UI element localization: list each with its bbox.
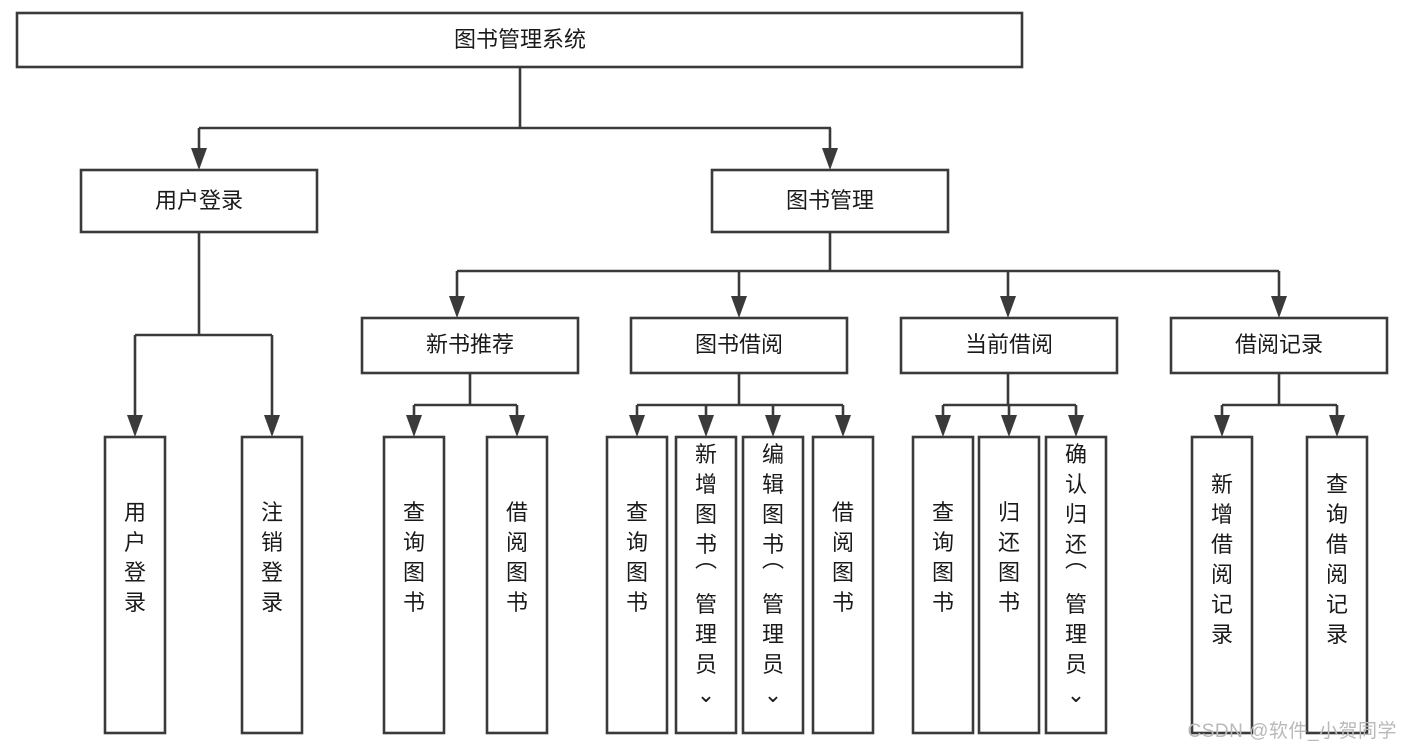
node-leaf-add-book-box[interactable] [674,435,738,735]
node-leaf-add-book[interactable]: 新增图书⌒管理员⌄ [674,435,738,735]
arrow-head-query-book-3 [935,415,951,437]
node-leaf-query-book-3-box[interactable] [911,435,975,735]
node-book-borrow[interactable]: 图书借阅 [629,316,849,375]
node-leaf-borrow-book-1-box[interactable] [485,435,549,735]
arrow-head-query-book-2 [629,415,645,437]
node-borrow-record[interactable]: 借阅记录 [1169,316,1389,375]
node-leaf-return-book[interactable]: 归还图书 [977,435,1041,735]
node-leaf-query-record-label: 查询借阅记录 [1326,472,1348,647]
node-leaf-logout[interactable]: 注销登录 [240,435,304,735]
node-root-box[interactable] [15,11,1024,69]
node-leaf-query-book-1-label: 查询图书 [403,500,425,615]
node-leaf-logout-box[interactable] [240,435,304,735]
node-leaf-return-book-label: 归还图书 [998,500,1020,615]
node-current-borrow-box[interactable] [899,316,1119,375]
connector-group-new-book-rec [406,373,525,437]
node-current-borrow-label: 当前借阅 [965,332,1053,357]
connector-group-book-manage [449,232,1287,318]
node-leaf-query-book-3-label: 查询图书 [932,500,954,615]
arrow-head-add-record [1214,415,1230,437]
arrow-head-borrow-book-1 [509,415,525,437]
node-leaf-confirm-return[interactable]: 确认归还⌒管理员⌄ [1044,435,1108,735]
node-leaf-user-login-box[interactable] [103,435,167,735]
connector-group-book-borrow [629,373,851,437]
node-leaf-borrow-book-1[interactable]: 借阅图书 [485,435,549,735]
node-leaf-borrow-book-2[interactable]: 借阅图书 [811,435,875,735]
node-leaf-add-record-box[interactable] [1190,435,1254,735]
node-leaf-add-book-label: 新增图书⌒管理员⌄ [695,442,717,707]
arrow-head-confirm-return [1068,415,1084,437]
node-leaf-query-book-2-label: 查询图书 [626,500,648,615]
node-root-label: 图书管理系统 [454,27,586,52]
node-current-borrow[interactable]: 当前借阅 [899,316,1119,375]
node-leaf-query-record[interactable]: 查询借阅记录 [1305,435,1369,735]
connector-group-current-borrow [935,373,1084,437]
node-new-book-rec-label: 新书推荐 [426,332,514,357]
arrow-head-query-book-1 [406,415,422,437]
node-book-borrow-box[interactable] [629,316,849,375]
node-leaf-edit-book-label: 编辑图书⌒管理员⌄ [762,442,784,707]
node-new-book-rec[interactable]: 新书推荐 [360,316,580,375]
connector-group-root [191,67,838,170]
arrow-head-borrow-record [1271,296,1287,318]
node-borrow-record-box[interactable] [1169,316,1389,375]
node-borrow-record-label: 借阅记录 [1235,332,1323,357]
node-leaf-borrow-book-2-label: 借阅图书 [832,500,854,615]
arrow-head-leaf-user-login [127,415,143,437]
node-leaf-borrow-book-2-box[interactable] [811,435,875,735]
node-user-login[interactable]: 用户登录 [79,168,319,234]
node-leaf-confirm-return-label: 确认归还⌒管理员⌄ [1065,442,1087,707]
arrow-head-book-manage [822,148,838,170]
arrow-head-new-book-rec [449,296,465,318]
node-leaf-borrow-book-1-label: 借阅图书 [506,500,528,615]
node-book-manage-box[interactable] [710,168,950,234]
arrow-head-user-login [191,148,207,170]
arrow-head-return-book [1001,415,1017,437]
connector-group-borrow-record [1214,373,1345,437]
node-leaf-query-book-2-box[interactable] [605,435,669,735]
node-leaf-edit-book-box[interactable] [741,435,805,735]
node-leaf-confirm-return-box[interactable] [1044,435,1108,735]
node-leaf-user-login-label: 用户登录 [124,500,146,615]
node-book-borrow-label: 图书借阅 [695,332,783,357]
arrow-head-edit-book [765,415,781,437]
connector-group-user-login [127,232,280,437]
node-leaf-add-record-label: 新增借阅记录 [1211,472,1233,647]
node-leaf-query-book-1-box[interactable] [382,435,446,735]
node-leaf-return-book-box[interactable] [977,435,1041,735]
arrow-head-borrow-book-2 [835,415,851,437]
node-root[interactable]: 图书管理系统 [15,11,1024,69]
arrow-head-book-borrow [731,296,747,318]
node-leaf-query-book-1[interactable]: 查询图书 [382,435,446,735]
node-book-manage[interactable]: 图书管理 [710,168,950,234]
node-leaf-logout-label: 注销登录 [261,500,283,615]
node-leaf-query-record-box[interactable] [1305,435,1369,735]
csdn-watermark: CSDN @软件_小贺同学 [1187,721,1397,742]
node-leaf-user-login[interactable]: 用户登录 [103,435,167,735]
node-leaf-edit-book[interactable]: 编辑图书⌒管理员⌄ [741,435,805,735]
arrow-head-add-book [698,415,714,437]
node-new-book-rec-box[interactable] [360,316,580,375]
arrow-head-query-record [1329,415,1345,437]
node-leaf-query-book-3[interactable]: 查询图书 [911,435,975,735]
node-user-login-box[interactable] [79,168,319,234]
node-leaf-add-record[interactable]: 新增借阅记录 [1190,435,1254,735]
arrow-head-leaf-logout [264,415,280,437]
node-user-login-label: 用户登录 [155,188,243,213]
node-leaf-query-book-2[interactable]: 查询图书 [605,435,669,735]
arrow-head-current-borrow [1000,296,1016,318]
node-book-manage-label: 图书管理 [786,188,874,213]
